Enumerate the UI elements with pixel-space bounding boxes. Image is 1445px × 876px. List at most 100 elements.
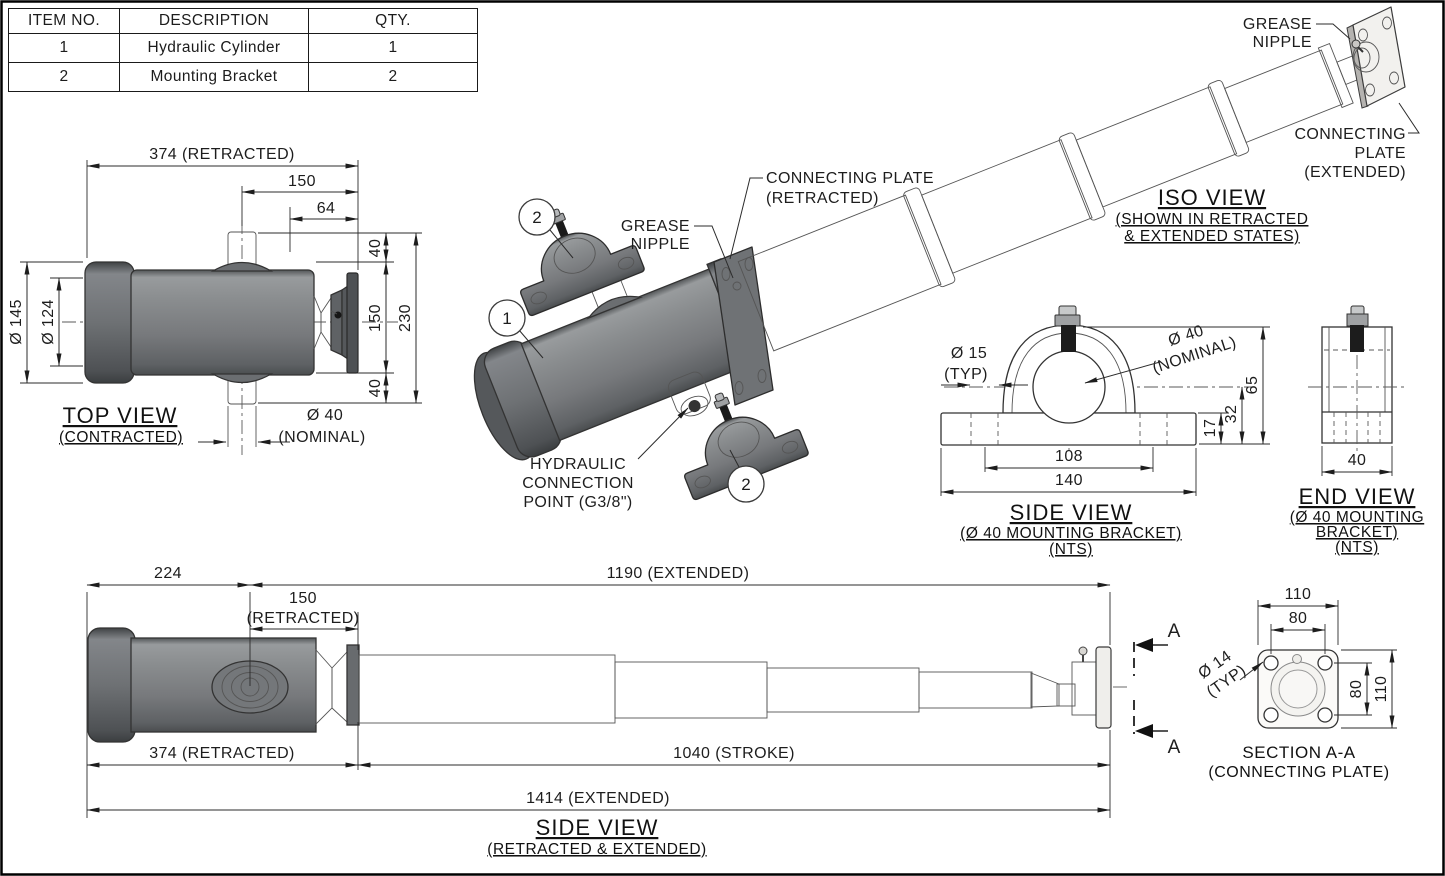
bracket-end-subtitle: BRACKET) bbox=[1316, 524, 1398, 541]
label-text: NIPPLE bbox=[631, 236, 690, 253]
dim-text: 150 bbox=[289, 590, 317, 607]
pin-saddle bbox=[210, 373, 274, 384]
connecting-plate-edge bbox=[1095, 646, 1112, 729]
stage-3-tube bbox=[1075, 86, 1238, 208]
balloon-item-2a: 2 bbox=[518, 198, 574, 259]
leader-line bbox=[694, 225, 734, 279]
dim-text: 150 bbox=[367, 304, 384, 332]
dim-text: Ø 15 bbox=[951, 345, 987, 362]
bom-header-row: ITEM NO. DESCRIPTION QTY. bbox=[8, 8, 478, 34]
bracket-block bbox=[684, 416, 809, 501]
label-grease-nipple-front: GREASE NIPPLE bbox=[621, 218, 734, 279]
bracket-end-title: END VIEW bbox=[1299, 484, 1416, 509]
dim-text: (RETRACTED) bbox=[247, 610, 360, 627]
dim-text: 374 (RETRACTED) bbox=[149, 146, 295, 163]
balloon-item-2b: 2 bbox=[727, 449, 765, 503]
balloon-number: 2 bbox=[741, 475, 750, 494]
plate-hole bbox=[757, 369, 767, 383]
bolt-nut bbox=[1346, 313, 1369, 327]
dim-text: 150 bbox=[288, 173, 316, 190]
plate-hub bbox=[330, 288, 343, 357]
dim-text: Ø 145 bbox=[8, 299, 25, 345]
dim-text: Ø 124 bbox=[40, 299, 57, 345]
bottom-view-dimensions: 224 1190 (EXTENDED) 150 (RETRACTED) 374 … bbox=[86, 565, 1111, 818]
iso-cylinder-stages bbox=[737, 43, 1371, 352]
grease-nipple-hidden bbox=[1292, 654, 1302, 664]
top-view-dimensions: 374 (RETRACTED) 150 64 40 150 40 230 Ø 1… bbox=[8, 146, 422, 447]
dim-text: 17 bbox=[1202, 419, 1219, 438]
plate-hole bbox=[1263, 707, 1279, 723]
leader-line bbox=[518, 329, 544, 359]
dim-text: 224 bbox=[154, 565, 182, 582]
label-text: (RETRACTED) bbox=[766, 190, 879, 207]
leader-line bbox=[729, 177, 763, 260]
connecting-plate-extended bbox=[1346, 6, 1406, 109]
bolt-nut bbox=[1054, 314, 1081, 327]
grease-nipple-icon bbox=[1078, 646, 1088, 656]
label-text: (EXTENDED) bbox=[1304, 164, 1406, 181]
label-text: POINT (G3/8") bbox=[523, 494, 632, 511]
plate-hole bbox=[1382, 16, 1392, 30]
dim-text: (NOMINAL) bbox=[278, 429, 365, 446]
bom-cell-item: 2 bbox=[8, 62, 120, 92]
plate-hole bbox=[1317, 707, 1333, 723]
plate-face bbox=[713, 246, 774, 406]
plate-hole bbox=[1358, 28, 1368, 42]
balloon-number: 2 bbox=[532, 208, 541, 227]
bom-cell-description: Mounting Bracket bbox=[119, 62, 309, 92]
bom-cell-item: 1 bbox=[8, 33, 120, 63]
bracket-base-hole bbox=[617, 256, 635, 270]
label-hydraulic-connection: HYDRAULIC CONNECTION POINT (G3/8") bbox=[522, 407, 689, 511]
grease-nipple-icon bbox=[334, 311, 342, 319]
iso-view: 2 1 2 GREASE NIPPLE CONNECTING PLATE (RE… bbox=[473, 6, 1420, 511]
dim-text: 80 bbox=[1289, 610, 1308, 627]
leader-line bbox=[1239, 661, 1264, 681]
plate-hole bbox=[1365, 83, 1375, 97]
grease-nipple-icon bbox=[732, 281, 742, 291]
dim-text: 1040 (STROKE) bbox=[673, 745, 795, 762]
bracket-end-dimensions: 40 bbox=[1321, 446, 1393, 476]
bracket-side-subtitle: (Ø 40 MOUNTING BRACKET) bbox=[960, 525, 1182, 542]
bracket-end-subtitle: (Ø 40 MOUNTING bbox=[1290, 509, 1424, 526]
label-text: PLATE bbox=[1355, 145, 1407, 162]
top-view-title: TOP VIEW bbox=[63, 403, 178, 428]
bottom-side-title: SIDE VIEW bbox=[536, 815, 659, 840]
bracket-bore bbox=[717, 421, 760, 458]
section-cut-marker: A A bbox=[1133, 621, 1181, 758]
dim-text: (TYP) bbox=[944, 366, 988, 383]
bracket-base-hole bbox=[530, 291, 547, 305]
dim-text: 230 bbox=[397, 304, 414, 332]
dim-text: 40 bbox=[1348, 452, 1367, 469]
pin-saddle bbox=[586, 295, 643, 320]
leader-line bbox=[1316, 23, 1351, 40]
bottom-side-subtitle: (RETRACTED & EXTENDED) bbox=[487, 841, 706, 858]
bom-header-qty: QTY. bbox=[308, 8, 478, 34]
section-arrow bbox=[1135, 724, 1153, 738]
mounting-bracket-iso-a bbox=[520, 208, 645, 317]
dim-text: Ø 40 bbox=[307, 407, 343, 424]
stage-1-tube bbox=[737, 194, 942, 352]
bom-row: 1 Hydraulic Cylinder 1 bbox=[8, 33, 478, 63]
bom-header-description: DESCRIPTION bbox=[119, 8, 309, 34]
stage-4-tube bbox=[1224, 49, 1344, 144]
bracket-end-view: 40 END VIEW (Ø 40 MOUNTING BRACKET) (NTS… bbox=[1290, 305, 1424, 556]
bolt-thread bbox=[1061, 325, 1076, 352]
iso-view-subtitle: & EXTENDED STATES) bbox=[1124, 228, 1300, 245]
dim-text: 374 (RETRACTED) bbox=[149, 745, 295, 762]
label-connecting-plate-extended: CONNECTING PLATE (EXTENDED) bbox=[1294, 102, 1420, 181]
dim-text: 110 bbox=[1373, 676, 1390, 703]
bracket-base-hole bbox=[694, 475, 711, 489]
bolt-thread bbox=[555, 219, 569, 238]
leader-line bbox=[729, 449, 740, 468]
grease-nipple-stem bbox=[330, 310, 338, 315]
section-arrow bbox=[1135, 638, 1153, 652]
cylinder-body bbox=[130, 269, 315, 376]
pin-saddle bbox=[210, 261, 274, 272]
bracket-side-title: SIDE VIEW bbox=[1010, 500, 1133, 525]
label-grease-nipple-top: GREASE NIPPLE bbox=[1243, 16, 1351, 51]
iso-view-title: ISO VIEW bbox=[1158, 185, 1266, 210]
balloon-item-1: 1 bbox=[488, 299, 544, 359]
plate-hole bbox=[1263, 655, 1279, 671]
